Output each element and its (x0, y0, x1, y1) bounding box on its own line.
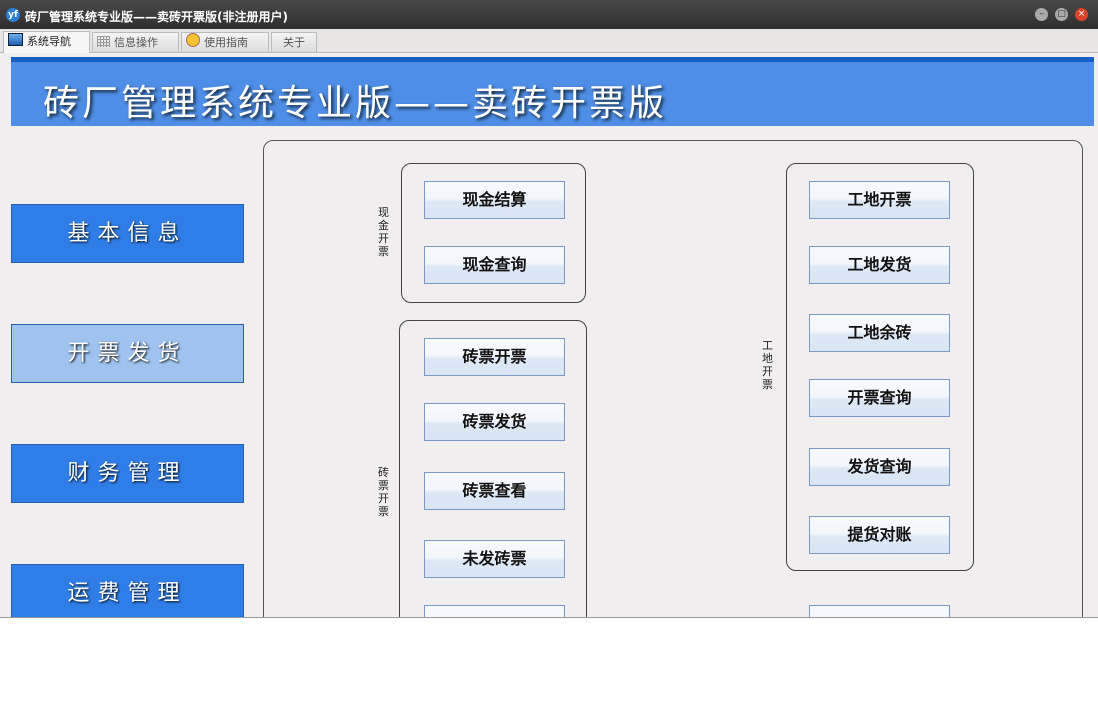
group-label-site: 工地开票 (762, 339, 773, 391)
close-button[interactable]: × (1075, 8, 1088, 21)
grid-icon (97, 36, 110, 47)
app-logo-icon: yf (6, 8, 20, 22)
tab-label: 系统导航 (27, 35, 71, 48)
invoice-query-button[interactable]: 开票查询 (809, 379, 950, 417)
tab-label: 关于 (283, 36, 305, 49)
nav-finance[interactable]: 财务管理 (11, 444, 244, 503)
maximize-button[interactable]: □ (1055, 8, 1068, 21)
window-title: 砖厂管理系统专业版——卖砖开票版(非注册用户) (25, 10, 288, 24)
monitor-icon (8, 33, 23, 46)
cash-settle-button[interactable]: 现金结算 (424, 181, 565, 219)
tab-bar: 系统导航 信息操作 使用指南 关于 (0, 29, 1098, 53)
nav-freight[interactable]: 运费管理 (11, 564, 244, 617)
group-brick (399, 320, 587, 617)
unshipped-brick-button[interactable]: 未发砖票 (424, 540, 565, 578)
banner: 砖厂管理系统专业版——卖砖开票版 (11, 57, 1094, 126)
tab-label: 信息操作 (114, 36, 158, 49)
app-window: yf 砖厂管理系统专业版——卖砖开票版(非注册用户) – □ × 系统导航 信息… (0, 0, 1098, 618)
title-bar: yf 砖厂管理系统专业版——卖砖开票版(非注册用户) – □ × (0, 0, 1098, 29)
banner-title: 砖厂管理系统专业版——卖砖开票版 (43, 83, 668, 124)
brick-view-button[interactable]: 砖票查看 (424, 472, 565, 510)
site-remaining-button[interactable]: 工地余砖 (809, 314, 950, 352)
pickup-reconcile-button[interactable]: 提货对账 (809, 516, 950, 554)
tab-info-ops[interactable]: 信息操作 (92, 32, 179, 52)
ship-query-button[interactable]: 发货查询 (809, 448, 950, 486)
tab-system-nav[interactable]: 系统导航 (3, 31, 90, 53)
site-ship-button[interactable]: 工地发货 (809, 246, 950, 284)
function-panel (263, 140, 1083, 617)
nav-basic-info[interactable]: 基本信息 (11, 204, 244, 263)
nav-invoice-ship[interactable]: 开票发货 (11, 324, 244, 383)
group-site (786, 163, 974, 571)
help-icon (186, 33, 200, 47)
brick-ship-button[interactable]: 砖票发货 (424, 403, 565, 441)
site-invoice-button[interactable]: 工地开票 (809, 181, 950, 219)
brick-invoice-button[interactable]: 砖票开票 (424, 338, 565, 376)
group-label-brick: 砖票开票 (378, 466, 389, 518)
group-cash (401, 163, 586, 303)
tab-guide[interactable]: 使用指南 (181, 32, 269, 52)
tab-about[interactable]: 关于 (271, 32, 317, 52)
brick-extra-button[interactable] (424, 605, 565, 617)
cash-query-button[interactable]: 现金查询 (424, 246, 565, 284)
tab-label: 使用指南 (204, 36, 248, 49)
minimize-button[interactable]: – (1035, 8, 1048, 21)
group-label-cash: 现金开票 (378, 206, 389, 258)
site-extra-button[interactable] (809, 605, 950, 617)
